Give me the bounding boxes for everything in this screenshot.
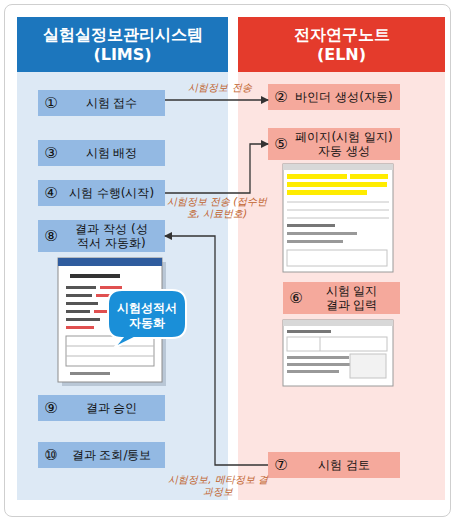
step-number: ⑥	[283, 289, 309, 307]
process-box: ⑤페이지(시험 일지) 자동 생성	[268, 128, 400, 160]
step-number: ⑧	[38, 227, 64, 245]
process-box: ⑥ 시험 일지 결과 입력	[283, 282, 400, 314]
process-box: ⑦ 시험 검토	[268, 452, 400, 478]
box-label: 결과 조회/통보	[72, 448, 152, 462]
callout-text: 시험성적서 자동화	[112, 301, 182, 331]
column-header: 실험실정보관리시스템 (LIMS)	[17, 17, 228, 72]
box-body: 시험 검토	[294, 458, 400, 472]
box-label: 시험 일지 결과 입력	[321, 284, 383, 312]
header-title: 실험실정보관리시스템 (LIMS)	[38, 25, 208, 65]
result-screenshot	[283, 320, 393, 386]
box-body: 시험 접수	[64, 96, 165, 110]
box-body: 결과 승인	[64, 401, 165, 415]
step-number: ⑨	[38, 399, 64, 417]
step-number: ④	[38, 184, 64, 202]
box-label: 페이지(시험 일지) 자동 생성	[294, 130, 394, 158]
box-label: 시험 접수	[86, 96, 138, 110]
box-label: 결과 작성 (성적서 자동화)	[70, 222, 154, 250]
process-box: ⑧ 결과 작성 (성적서 자동화)	[38, 220, 165, 252]
step-number: ②	[268, 88, 294, 106]
box-label: 결과 승인	[86, 401, 138, 415]
step-number: ⑩	[38, 446, 64, 464]
flow-arrow	[165, 99, 268, 100]
step-number: ①	[38, 94, 64, 112]
box-body: 페이지(시험 일지) 자동 생성	[294, 130, 400, 158]
process-box: ②바인더 생성(자동)	[268, 84, 400, 110]
box-body: 결과 조회/통보	[64, 448, 165, 462]
box-body: 바인더 생성(자동)	[294, 90, 400, 104]
box-body: 결과 작성 (성적서 자동화)	[64, 222, 165, 250]
process-box: ⑩ 결과 조회/통보	[38, 442, 165, 468]
box-body: 시험 수행(시작)	[64, 186, 165, 200]
bubble-outline	[108, 290, 186, 348]
process-box: ③ 시험 배정	[38, 140, 165, 166]
box-label: 시험 수행(시작)	[69, 186, 154, 200]
process-box: ① 시험 접수	[38, 90, 165, 116]
box-label: 시험 검토	[318, 458, 370, 472]
column-header: 전자연구노트 (ELN)	[238, 17, 445, 72]
step-number: ③	[38, 144, 64, 162]
step-number: ⑦	[268, 456, 294, 474]
process-box: ④ 시험 수행(시작)	[38, 180, 165, 206]
callout-bubble: 시험성적서 자동화	[108, 290, 186, 348]
box-label: 바인더 생성(자동)	[295, 90, 392, 104]
edge-label: 시험정보, 메타정보 결과정보	[168, 474, 268, 498]
header-title: 전자연구노트 (ELN)	[282, 25, 402, 65]
box-body: 시험 배정	[64, 146, 165, 160]
box-label: 시험 배정	[86, 146, 138, 160]
step-number: ⑤	[268, 135, 294, 153]
box-body: 시험 일지 결과 입력	[309, 284, 400, 312]
edge-label: 시험정보 전송	[170, 82, 270, 94]
edge-label: 시험정보 전송 (접수번호, 시료번호)	[163, 196, 271, 220]
logbook-screenshot	[283, 164, 393, 272]
process-box: ⑨ 결과 승인	[38, 395, 165, 421]
